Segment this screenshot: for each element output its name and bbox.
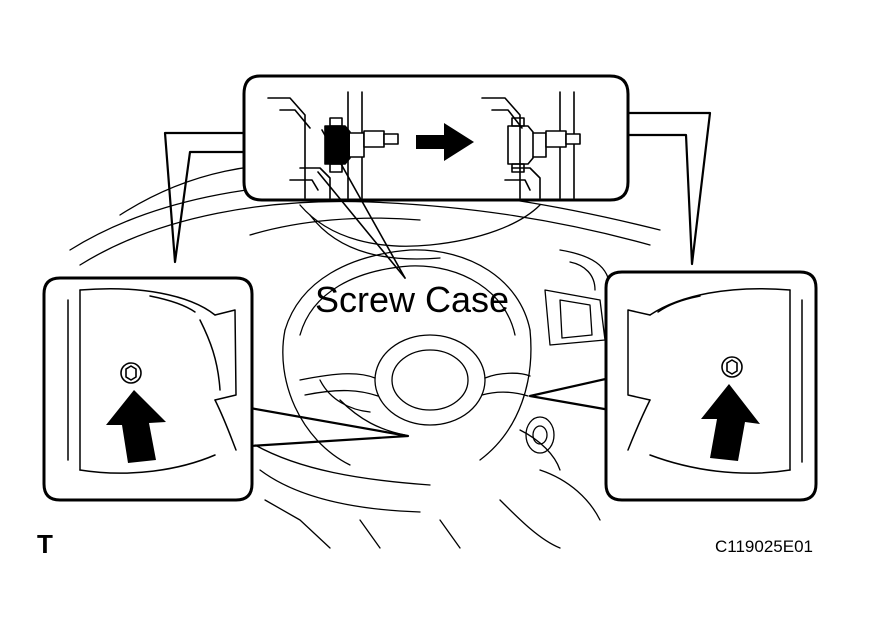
screw-case-before: [267, 91, 399, 199]
up-arrow-icon: [701, 384, 760, 461]
screw-case-label: Screw Case: [315, 279, 509, 320]
right-arrow-icon: [416, 123, 474, 161]
top-detail-callout: [163, 74, 712, 266]
steering-wheel: [282, 249, 532, 466]
figure-code: C119025E01: [715, 537, 813, 556]
dashboard-background: [69, 163, 661, 549]
screw-case-after: [481, 91, 581, 199]
callout-leaders: [317, 129, 406, 279]
corner-tag: T: [37, 529, 53, 559]
left-detail-panel: [42, 276, 410, 502]
screw-head-left: [120, 362, 142, 384]
up-arrow-icon: [106, 390, 166, 463]
screw-head-right: [721, 356, 743, 378]
right-detail-panel: [528, 270, 818, 502]
